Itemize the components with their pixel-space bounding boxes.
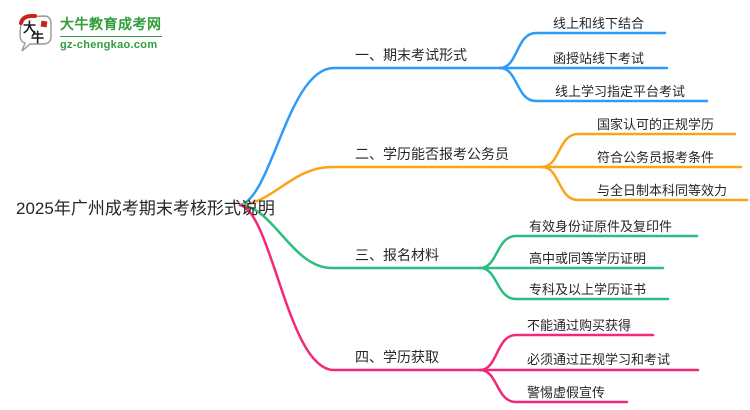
leaf-node-2-2: 符合公务员报考条件	[597, 150, 715, 165]
branch-node-3: 三、报名材料	[355, 247, 439, 263]
site-logo: 大 牛 大牛教育成考网 gz-chengkao.com	[16, 13, 162, 54]
branch-curve-2	[238, 165, 544, 207]
icon-char-bottom: 牛	[31, 30, 44, 45]
leaf-line-1-3	[498, 66, 709, 103]
leaf-node-2-1: 国家认可的正规学历	[597, 117, 715, 132]
red-seal	[40, 20, 48, 28]
branch-curve-4	[238, 203, 482, 372]
logo-site-name: 大牛教育成考网	[60, 16, 162, 32]
branch-node-2: 二、学历能否报考公务员	[355, 146, 509, 162]
branch-curve-3	[238, 203, 482, 270]
branch-node-4: 四、学历获取	[355, 349, 439, 365]
branch-lines-2	[238, 132, 749, 207]
leaf-line-3-3	[478, 266, 670, 301]
branch-curve-1	[238, 66, 502, 207]
logo-site-domain: gz-chengkao.com	[60, 36, 162, 51]
leaf-node-4-1: 不能通过购买获得	[527, 318, 632, 333]
mindmap-root-node: 2025年广州成考期末考核形式说明	[16, 199, 275, 218]
leaf-node-3-1: 有效身份证原件及复印件	[529, 219, 673, 234]
icon-char-top: 大	[23, 20, 36, 35]
leaf-node-3-3: 专科及以上学历证书	[529, 282, 647, 297]
leaf-node-1-1: 线上和线下结合	[553, 16, 645, 31]
branch-lines-3	[238, 203, 699, 301]
branch-lines-1	[238, 31, 709, 207]
logo-text-block: 大牛教育成考网 gz-chengkao.com	[60, 14, 162, 51]
branch-lines-4	[238, 203, 700, 404]
red-hat-arc	[19, 13, 37, 25]
leaf-node-1-3: 线上学习指定平台考试	[555, 84, 686, 99]
leaf-line-2-3	[540, 165, 749, 202]
leaf-line-4-3	[478, 368, 629, 404]
leaf-node-2-3: 与全日制本科同等效力	[597, 183, 728, 198]
leaf-node-1-2: 函授站线下考试	[553, 51, 645, 66]
leaf-node-4-3: 警惕虚假宣传	[527, 385, 606, 400]
branch-node-1: 一、期末考试形式	[355, 47, 467, 63]
leaf-node-3-2: 高中或同等学历证明	[529, 251, 647, 266]
leaf-node-4-2: 必须通过正规学习和考试	[527, 352, 671, 367]
logo-bubble-icon: 大 牛	[16, 13, 54, 54]
